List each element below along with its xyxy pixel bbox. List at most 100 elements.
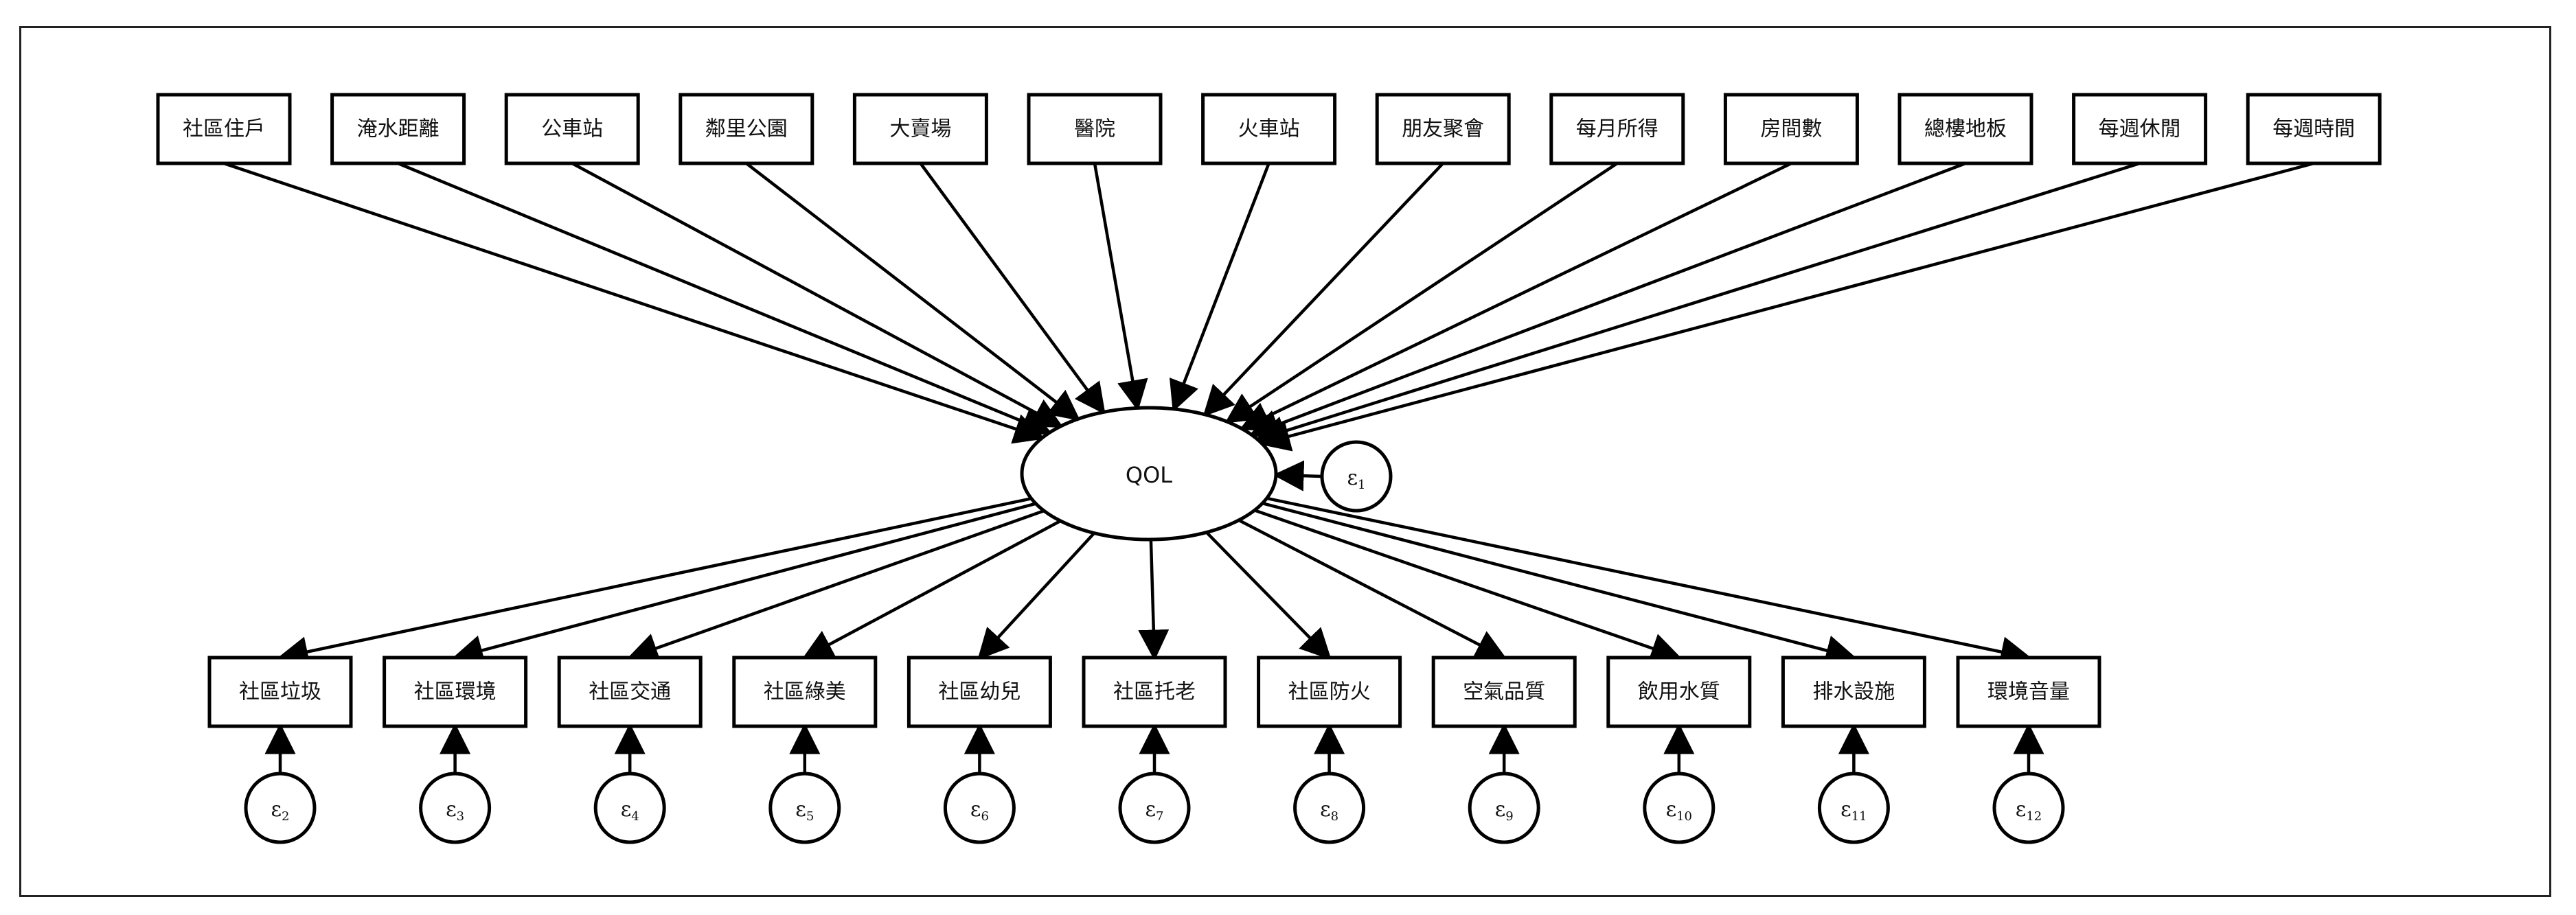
error-circle[interactable]: ε2 — [244, 772, 317, 844]
error-circle[interactable]: ε8 — [1293, 772, 1366, 844]
error-subscript: 2 — [282, 809, 289, 824]
indicator-box[interactable]: 空氣品質 — [1431, 656, 1577, 728]
cause-box[interactable]: 淹水距離 — [330, 93, 466, 165]
cause-box[interactable]: 朋友聚會 — [1375, 93, 1511, 165]
error-circle[interactable]: ε3 — [419, 772, 492, 844]
cause-box[interactable]: 每週時間 — [2246, 93, 2382, 165]
svg-text:ε5: ε5 — [795, 798, 814, 824]
loading-arrow — [1254, 509, 1683, 663]
error-symbol: ε — [2016, 798, 2027, 822]
error-symbol: ε — [1666, 798, 1677, 822]
indicator-label: 社區防火 — [1288, 680, 1371, 704]
indicator-box[interactable]: 社區托老 — [1082, 656, 1227, 728]
error-subscript: 6 — [981, 809, 988, 824]
error-subscript: 8 — [1331, 809, 1338, 824]
cause-label: 醫院 — [1074, 117, 1115, 141]
indicator-box[interactable]: 社區環境 — [383, 656, 528, 728]
cause-box[interactable]: 大賣場 — [852, 93, 988, 165]
cause-arrow — [1093, 163, 1148, 411]
indicator-box[interactable]: 社區垃圾 — [207, 656, 353, 728]
cause-arrow — [1169, 163, 1270, 413]
error-subscript: 3 — [457, 809, 464, 824]
error-symbol: ε — [1495, 798, 1506, 822]
indicator-box[interactable]: 環境音量 — [1956, 656, 2101, 728]
cause-box[interactable]: 公車站 — [504, 93, 640, 165]
loading-arrow — [801, 519, 1062, 660]
loading-arrow — [1238, 518, 1507, 660]
indicator-label: 社區交通 — [589, 680, 671, 704]
latent-qol[interactable]: QOL — [1020, 406, 1278, 542]
cause-box[interactable]: 房間數 — [1723, 93, 1859, 165]
cause-arrow — [745, 162, 1081, 421]
loading-arrow — [626, 509, 1045, 663]
loading-arrow — [1138, 539, 1170, 661]
indicator-label: 排水設施 — [1812, 680, 1895, 704]
indicator-box[interactable]: 社區綠美 — [732, 656, 878, 728]
cause-label: 總樓地板 — [1924, 117, 2007, 141]
cause-box[interactable]: 每週休閒 — [2072, 93, 2208, 165]
indicator-box[interactable]: 排水設施 — [1781, 656, 1926, 728]
loading-arrow — [977, 532, 1095, 660]
error-subscript: 12 — [2026, 809, 2042, 824]
cause-arrow — [1224, 162, 1619, 424]
svg-text:ε9: ε9 — [1495, 798, 1514, 824]
cause-label: 每月所得 — [1576, 117, 1659, 141]
indicator-label: 飲用水質 — [1638, 680, 1720, 704]
indicator-label: 環境音量 — [1987, 680, 2070, 704]
error-circle-1[interactable]: ε1 — [1320, 440, 1393, 513]
error-subscript: 4 — [631, 809, 639, 824]
error-subscript: 7 — [1156, 809, 1163, 824]
cause-box[interactable]: 每月所得 — [1549, 93, 1685, 165]
indicator-box[interactable]: 飲用水質 — [1606, 656, 1752, 728]
loading-arrow — [1266, 496, 2032, 667]
indicator-box[interactable]: 社區防火 — [1257, 656, 1402, 728]
cause-box[interactable]: 火車站 — [1201, 93, 1337, 165]
loading-arrow — [452, 502, 1036, 666]
cause-label: 鄰里公園 — [705, 117, 788, 141]
error-circle[interactable]: ε9 — [1468, 772, 1540, 844]
cause-arrow — [1255, 161, 2141, 446]
indicator-label: 社區幼兒 — [938, 680, 1021, 704]
loading-arrow — [277, 497, 1032, 667]
indicator-box[interactable]: 社區交通 — [557, 656, 703, 728]
error-symbol: ε — [1145, 798, 1156, 822]
path-arrows — [223, 161, 2314, 774]
cause-label: 火車站 — [1238, 117, 1300, 141]
cause-label: 社區住戶 — [183, 117, 265, 141]
error-subscript: 1 — [1358, 478, 1365, 492]
svg-text:ε3: ε3 — [446, 798, 464, 824]
diagram-nodes: QOL ε1 社區住戶淹水距離公車站鄰里公園大賣場醫院火車站朋友聚會每月所得房間… — [156, 93, 2382, 844]
cause-label: 淹水距離 — [357, 117, 440, 141]
indicator-label: 空氣品質 — [1463, 680, 1545, 704]
svg-text:ε4: ε4 — [621, 798, 639, 824]
cause-arrow — [223, 161, 1045, 444]
cause-label: 每週時間 — [2272, 117, 2355, 141]
error-circle[interactable]: ε6 — [943, 772, 1016, 844]
cause-label: 每週休閒 — [2099, 117, 2181, 141]
svg-text:ε1: ε1 — [1347, 466, 1366, 492]
cause-box[interactable]: 醫院 — [1027, 93, 1163, 165]
cause-box[interactable]: 總樓地板 — [1897, 93, 2033, 165]
error-symbol: ε — [621, 798, 632, 822]
error-circle[interactable]: ε11 — [1817, 772, 1890, 844]
error-circle[interactable]: ε5 — [768, 772, 841, 844]
error-subscript: 10 — [1676, 809, 1692, 824]
svg-text:ε6: ε6 — [970, 798, 989, 824]
error-symbol: ε — [271, 798, 282, 822]
indicator-label: 社區環境 — [414, 680, 497, 704]
error-circle[interactable]: ε12 — [1992, 772, 2065, 844]
svg-text:ε12: ε12 — [2016, 798, 2042, 824]
cause-label: 大賣場 — [889, 117, 951, 141]
error-symbol: ε — [970, 798, 981, 822]
indicator-label: 社區托老 — [1113, 680, 1196, 704]
cause-label: 公車站 — [541, 117, 603, 141]
error-circle[interactable]: ε10 — [1643, 772, 1716, 844]
cause-box[interactable]: 鄰里公園 — [679, 93, 814, 165]
cause-box[interactable]: 社區住戶 — [156, 93, 292, 165]
error-circle[interactable]: ε4 — [593, 772, 666, 844]
indicator-box[interactable]: 社區幼兒 — [907, 656, 1052, 728]
error-circle[interactable]: ε7 — [1118, 772, 1191, 844]
cause-arrow — [1239, 161, 1792, 431]
latent-qol-label: QOL — [1126, 462, 1172, 488]
